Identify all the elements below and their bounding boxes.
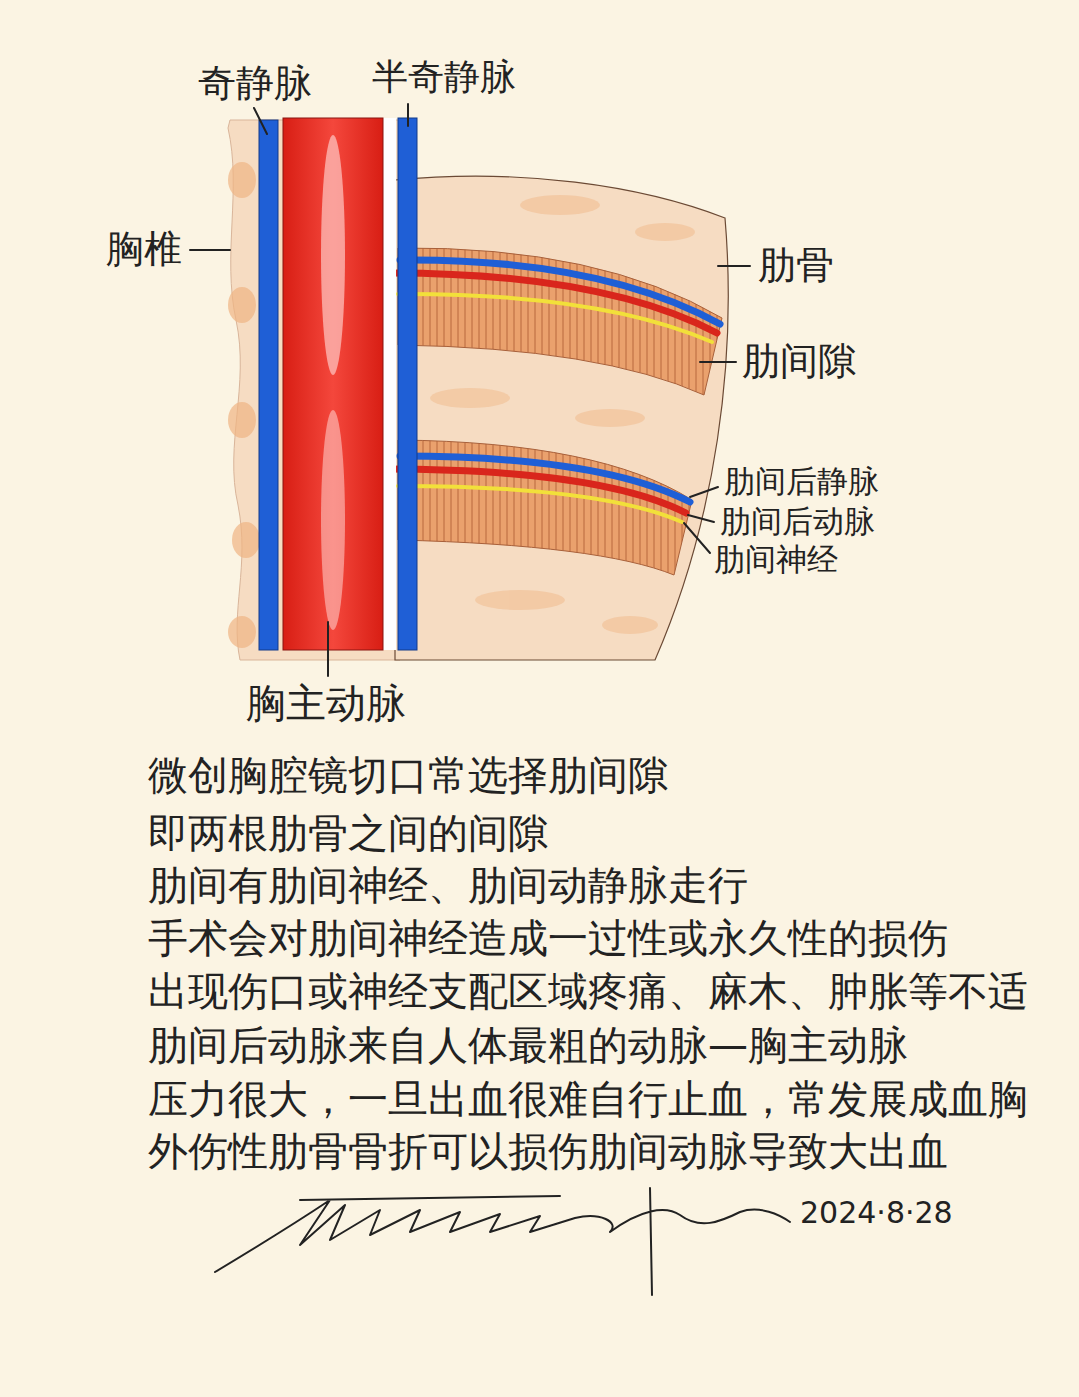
leader-line [688, 515, 714, 522]
thoracic-aorta [283, 118, 383, 650]
aorta-highlight [321, 135, 345, 375]
part-label: 肋间隙 [742, 340, 856, 384]
signature [215, 1188, 790, 1295]
note-line: 外伤性肋骨骨折可以损伤肋间动脉导致大出血 [148, 1128, 948, 1174]
intercostal-space [398, 440, 692, 575]
leader-line [407, 104, 409, 126]
vessel-label: 胸主动脉 [246, 680, 406, 726]
gap [383, 118, 396, 650]
vessel-label: 肋间后静脉 [724, 464, 879, 500]
note-line: 压力很大，一旦出血很难自行止血，常发展成血胸 [148, 1076, 1028, 1122]
azygos-vein [259, 120, 278, 650]
date-label: 2024·8·28 [800, 1196, 953, 1231]
hemiazygos-vein [398, 118, 417, 650]
vessel-label: 奇静脉 [198, 62, 312, 106]
aorta-highlight [321, 410, 345, 630]
note-line: 肋间有肋间神经、肋间动静脉走行 [148, 862, 748, 908]
leader-line [684, 523, 710, 553]
intercostal-space [398, 248, 722, 395]
leader-line [718, 265, 750, 267]
leader-line [690, 487, 718, 497]
note-line: 手术会对肋间神经造成一过性或永久性的损伤 [148, 915, 948, 961]
note-line: 出现伤口或神经支配区域疼痛、麻木、肿胀等不适 [148, 968, 1028, 1014]
rib-region [395, 176, 728, 660]
part-label: 胸椎 [106, 228, 182, 272]
note-line: 即两根肋骨之间的间隙 [148, 810, 548, 856]
intercostal-nerve [398, 486, 682, 522]
leader-line [254, 108, 267, 134]
vertebra-shading [228, 162, 260, 648]
note-line: 微创胸腔镜切口常选择肋间隙 [148, 752, 668, 798]
intercostal-nerve [398, 294, 712, 342]
leader-line [700, 361, 736, 363]
nerve-label: 肋间神经 [714, 542, 838, 578]
note-line: 肋间后动脉来自人体最粗的动脉—胸主动脉 [148, 1022, 908, 1068]
vessel-label: 半奇静脉 [372, 56, 516, 97]
leader-line [190, 249, 230, 251]
part-label: 肋骨 [758, 244, 834, 288]
vessel-label: 肋间后动脉 [720, 504, 875, 540]
leader-line [327, 622, 329, 676]
